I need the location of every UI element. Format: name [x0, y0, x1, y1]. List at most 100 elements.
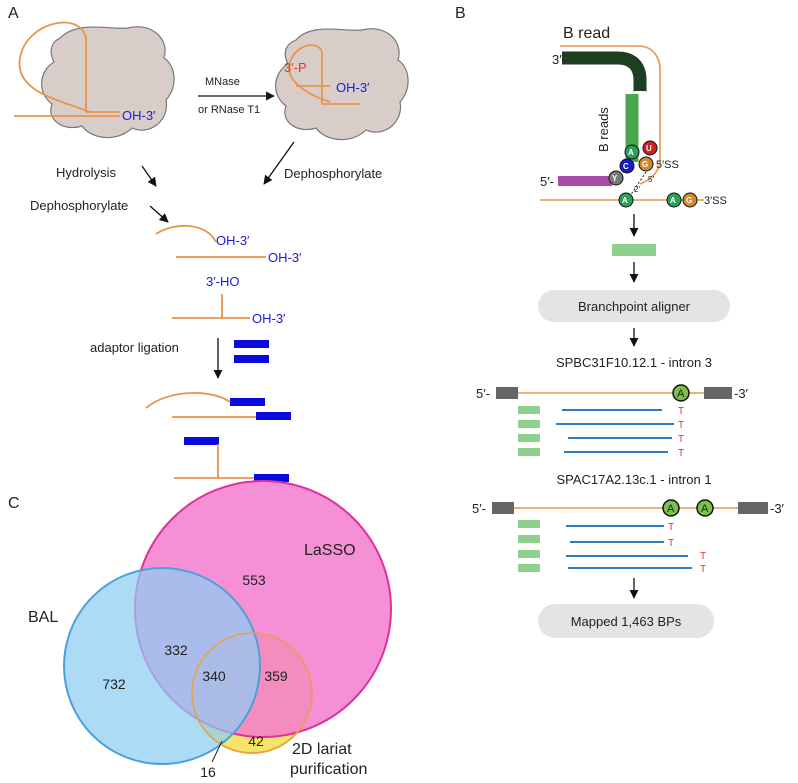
arrow-hydrolysis — [141, 165, 157, 187]
nuc-c-label: C — [623, 162, 629, 171]
gene1-read-stack — [518, 406, 674, 456]
b-5prime-small-label: 5′ — [648, 175, 654, 184]
venn-count-all-three: 340 — [202, 668, 226, 684]
b-reads-vertical-label: B reads — [596, 107, 611, 152]
gene2-read-stack — [518, 520, 692, 572]
product-3-branched — [172, 294, 250, 319]
b-read-dark-segment — [562, 51, 647, 92]
gene1-branchpoint-circle — [672, 384, 690, 402]
nuc-a-label-1: A — [628, 148, 634, 157]
panel-label-a: A — [8, 5, 19, 22]
gene2-t-4: T — [700, 564, 706, 575]
gene2-t-2: T — [668, 538, 674, 549]
nuc-u-label: U — [646, 144, 652, 153]
label-dephosphorylate-right: Dephosphorylate — [284, 166, 382, 181]
gene1-t-1: T — [678, 406, 684, 417]
product-1-loop — [155, 224, 217, 243]
b-2prime-label: 2′ — [634, 185, 640, 194]
label-oh3-5: OH-3′ — [252, 311, 286, 326]
nuc-c-circle — [619, 158, 635, 174]
adaptor-block-2 — [234, 355, 269, 363]
gene2-branchpoint-label-1: A — [667, 503, 675, 515]
venn-count-lasso-only: 553 — [242, 572, 266, 588]
gene1-title: SPBC31F10.12.1 - intron 3 — [556, 355, 712, 370]
protein-complex-blob-right — [275, 28, 409, 141]
gene1-branchpoint-label: A — [677, 388, 685, 400]
nuc-g-circle — [638, 156, 654, 172]
adaptor-ligated-4 — [254, 474, 289, 482]
venn-count-bal-lariat: 16 — [200, 764, 216, 780]
b-extracted-read — [612, 244, 656, 256]
gene1-t-3: T — [678, 434, 684, 445]
gene2-title: SPAC17A2.13c.1 - intron 1 — [556, 472, 711, 487]
venn-lariat-outline — [191, 632, 313, 754]
nuc-g-label-2: G — [686, 196, 692, 205]
gene1-5prime: 5′- — [476, 386, 490, 401]
label-rnase-t1: or RNase T1 — [198, 104, 260, 116]
label-3p: 3′-P — [284, 60, 307, 75]
gene2-branchpoint-circle-2 — [696, 499, 714, 517]
rna-cut-right — [288, 44, 360, 105]
ligated-product-1 — [145, 392, 231, 409]
nuc-g-label: G — [642, 160, 648, 169]
gene2-branchpoint-circle-1 — [662, 499, 680, 517]
rna-lariat-left — [14, 21, 120, 117]
gene1-t-4: T — [678, 448, 684, 459]
b-5ss-label: 5′SS — [656, 159, 679, 171]
venn-label-lariat-1: 2D lariat — [292, 741, 352, 758]
gene2-t-1: T — [668, 522, 674, 533]
label-adaptor-ligation: adaptor ligation — [90, 340, 179, 355]
branchpoint-aligner-box — [538, 290, 730, 322]
venn-count-bal-lasso: 332 — [164, 642, 188, 658]
label-mnase: MNase — [205, 76, 240, 88]
nuc-g-circle-2 — [682, 192, 698, 208]
adaptor-block-1 — [234, 340, 269, 348]
label-oh3-3: OH-3′ — [216, 233, 250, 248]
b-read-title: B read — [563, 25, 610, 42]
venn-label-lariat-2: purification — [290, 761, 367, 778]
gene1-t-2: T — [678, 420, 684, 431]
venn-count-lasso-lariat: 359 — [264, 668, 288, 684]
adaptor-ligated-2 — [256, 412, 291, 420]
label-hydrolysis: Hydrolysis — [56, 165, 116, 180]
venn-bal-circle — [63, 567, 261, 765]
b-3ss-label: 3′SS — [704, 195, 727, 207]
branchpoint-aligner-label: Branchpoint aligner — [578, 299, 691, 314]
nuc-y-circle — [608, 170, 624, 186]
gene1-exon-left — [496, 387, 518, 399]
panel-label-b: B — [455, 5, 466, 22]
venn-label-bal: BAL — [28, 609, 58, 626]
panel-label-c: C — [8, 495, 20, 512]
gene1-3prime: -3′ — [734, 386, 749, 401]
b-read-purple-segment — [558, 176, 612, 186]
label-oh3-4: OH-3′ — [268, 250, 302, 265]
label-dephosphorylate-left: Dephosphorylate — [30, 198, 128, 213]
venn-count-lariat-only: 42 — [248, 733, 264, 749]
label-oh3-2: OH-3′ — [336, 80, 370, 95]
venn-pointer-16 — [211, 740, 223, 763]
adaptor-ligated-1 — [230, 398, 265, 406]
nuc-a-circle-3 — [666, 192, 682, 208]
gene2-3prime: -3′ — [770, 501, 785, 516]
label-3ho: 3′-HO — [206, 274, 240, 289]
gene2-branchpoint-label-2: A — [701, 503, 709, 515]
ligated-product-3 — [174, 444, 254, 479]
venn-label-lasso: LaSSO — [304, 542, 356, 559]
gene2-exon-right — [738, 502, 768, 514]
b-5prime-label: 5′- — [540, 174, 554, 189]
nuc-a-label-2: A — [622, 196, 628, 205]
mapped-bps-box — [538, 604, 714, 638]
mapped-bps-label: Mapped 1,463 BPs — [571, 614, 682, 629]
gene2-exon-left — [492, 502, 514, 514]
nuc-y-label: Y — [612, 174, 618, 183]
nuc-u-circle — [642, 140, 658, 156]
label-oh3-1: OH-3′ — [122, 108, 156, 123]
nuc-a-circle-1 — [624, 144, 640, 160]
arrow-dephos-left — [149, 205, 169, 223]
nuc-a-circle-2 — [618, 192, 634, 208]
adaptor-ligated-3 — [184, 437, 219, 445]
protein-complex-blob-left — [41, 26, 175, 139]
gene1-exon-right — [704, 387, 732, 399]
venn-count-bal-only: 732 — [102, 676, 126, 692]
